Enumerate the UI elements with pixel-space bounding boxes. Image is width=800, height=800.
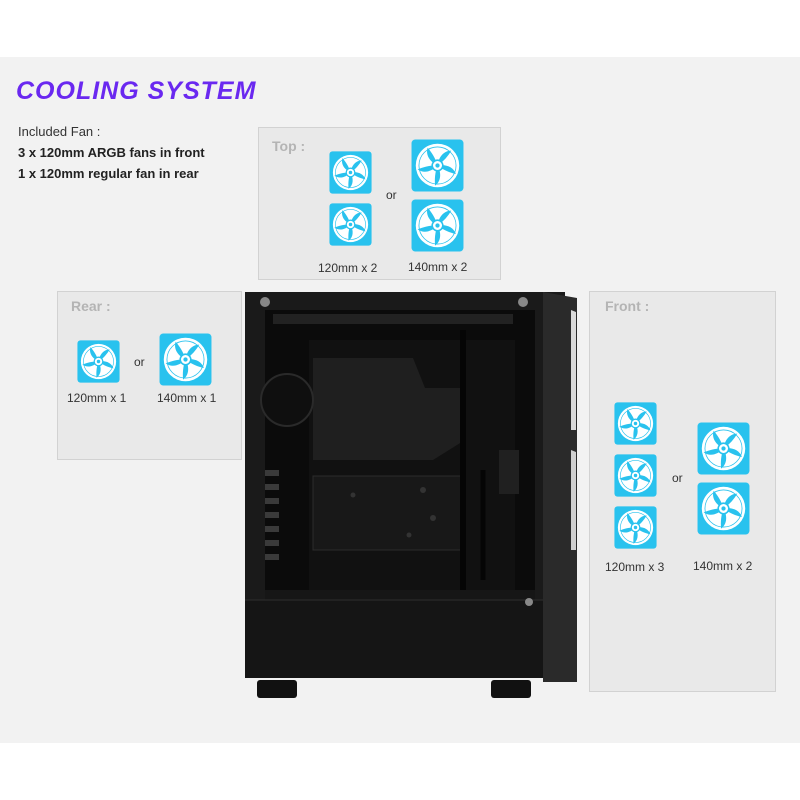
pc-case-image (243, 290, 579, 702)
front-option-120: 120mm x 3 (605, 560, 665, 574)
rear-or-text: or (134, 355, 145, 369)
rear-panel-label: Rear : (71, 298, 111, 314)
fan-icon (411, 199, 464, 252)
fan-icon (411, 139, 464, 192)
rear-option-120: 120mm x 1 (67, 391, 127, 405)
top-or-text: or (386, 188, 397, 202)
fan-icon (329, 151, 372, 194)
included-fan-line-1: 3 x 120mm ARGB fans in front (18, 145, 205, 160)
top-option-120: 120mm x 2 (318, 261, 378, 275)
fan-icon (329, 203, 372, 246)
fan-icon (614, 454, 657, 497)
front-panel-label: Front : (605, 298, 650, 314)
fan-icon (159, 333, 212, 386)
page-title: COOLING SYSTEM (16, 77, 257, 105)
front-or-text: or (672, 471, 683, 485)
front-option-140: 140mm x 2 (693, 559, 753, 573)
top-panel-label: Top : (272, 138, 306, 154)
fan-icon (614, 402, 657, 445)
included-fan-label: Included Fan : (18, 124, 101, 139)
top-option-140: 140mm x 2 (408, 260, 468, 274)
fan-icon (697, 482, 750, 535)
fan-icon (77, 340, 120, 383)
fan-icon (697, 422, 750, 475)
fan-icon (614, 506, 657, 549)
rear-option-140: 140mm x 1 (157, 391, 217, 405)
included-fan-line-2: 1 x 120mm regular fan in rear (18, 166, 199, 181)
